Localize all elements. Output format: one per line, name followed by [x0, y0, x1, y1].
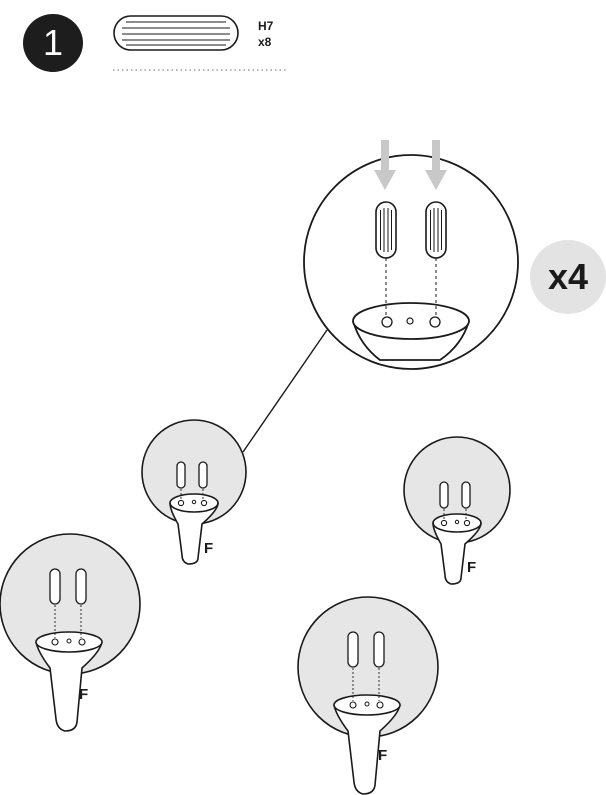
- part-code: H7: [258, 19, 274, 33]
- magnified-view: [303, 154, 519, 370]
- callout-connector: [242, 329, 328, 453]
- leg-detail-1: F: [141, 419, 247, 565]
- leg-label-1: F: [204, 540, 213, 557]
- repeat-count: x4: [547, 256, 589, 297]
- part-dowel-icon: [113, 15, 239, 51]
- step-number: 1: [42, 22, 64, 63]
- leg-detail-3: F: [403, 436, 511, 585]
- leg-label-4: F: [378, 747, 387, 764]
- leg-detail-4: F: [297, 596, 439, 795]
- leg-label-2: F: [79, 686, 88, 703]
- part-quantity: x8: [258, 35, 272, 49]
- dowel-icon-right: [425, 201, 447, 259]
- step-number-badge: 1: [23, 14, 83, 72]
- leg-detail-2: F: [0, 533, 141, 732]
- repeat-count-badge: x4: [530, 240, 606, 314]
- dowel-icon-left: [375, 201, 397, 259]
- leg-label-3: F: [467, 559, 476, 576]
